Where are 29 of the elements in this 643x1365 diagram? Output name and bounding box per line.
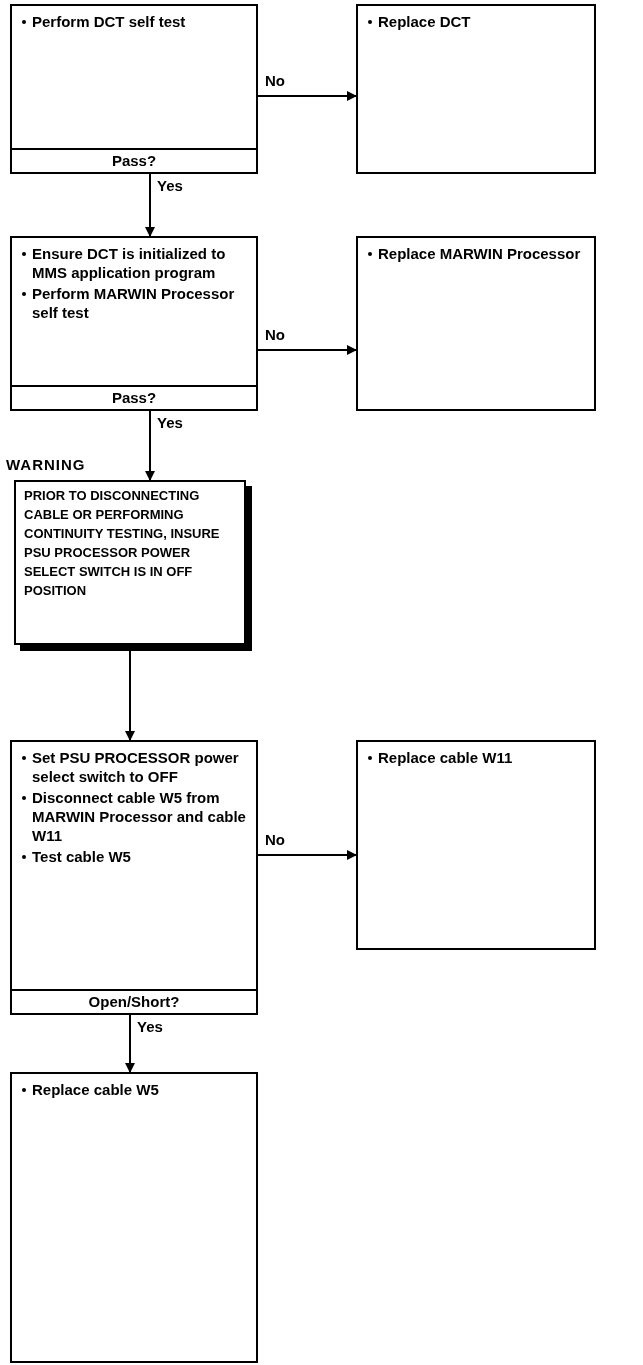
arrow bbox=[125, 1014, 135, 1073]
arrow bbox=[145, 410, 155, 481]
arrow bbox=[145, 173, 155, 237]
action-box bbox=[356, 4, 596, 174]
step-text: Disconnect cable W5 from MARWIN Processor and cable W11 bbox=[20, 788, 248, 845]
arrow bbox=[257, 91, 357, 101]
decision-box bbox=[10, 740, 258, 1015]
step-text: Perform MARWIN Processor self test bbox=[20, 284, 248, 322]
step-text: Ensure DCT is initialized to MMS application program bbox=[20, 244, 248, 282]
action-box bbox=[10, 1072, 258, 1363]
warning-text: PRIOR TO DISCONNECTING CABLE OR PERFORMING CONTINUITY TESTING, INSURE PSU PROCESSOR POWER SELECT SWITCH IS IN OFF POSITION bbox=[23, 487, 221, 600]
step-text: Replace cable W11 bbox=[366, 748, 586, 767]
decision-question: Pass? bbox=[12, 148, 256, 172]
decision-box bbox=[10, 4, 258, 174]
decision-question: Open/Short? bbox=[12, 989, 256, 1013]
step-text: Test cable W5 bbox=[20, 847, 248, 866]
arrow bbox=[257, 345, 357, 355]
step-text: Replace MARWIN Processor bbox=[366, 244, 586, 263]
action-box bbox=[356, 236, 596, 411]
step-text: Replace cable W5 bbox=[20, 1080, 248, 1099]
step-text: Perform DCT self test bbox=[20, 12, 248, 31]
decision-question: Pass? bbox=[12, 385, 256, 409]
warning-heading: WARNING bbox=[6, 456, 86, 473]
arrow bbox=[125, 650, 135, 741]
arrow bbox=[257, 850, 357, 860]
decision-box bbox=[10, 236, 258, 411]
step-text: Set PSU PROCESSOR power select switch to OFF bbox=[20, 748, 248, 786]
step-text: Replace DCT bbox=[366, 12, 586, 31]
action-box bbox=[356, 740, 596, 950]
